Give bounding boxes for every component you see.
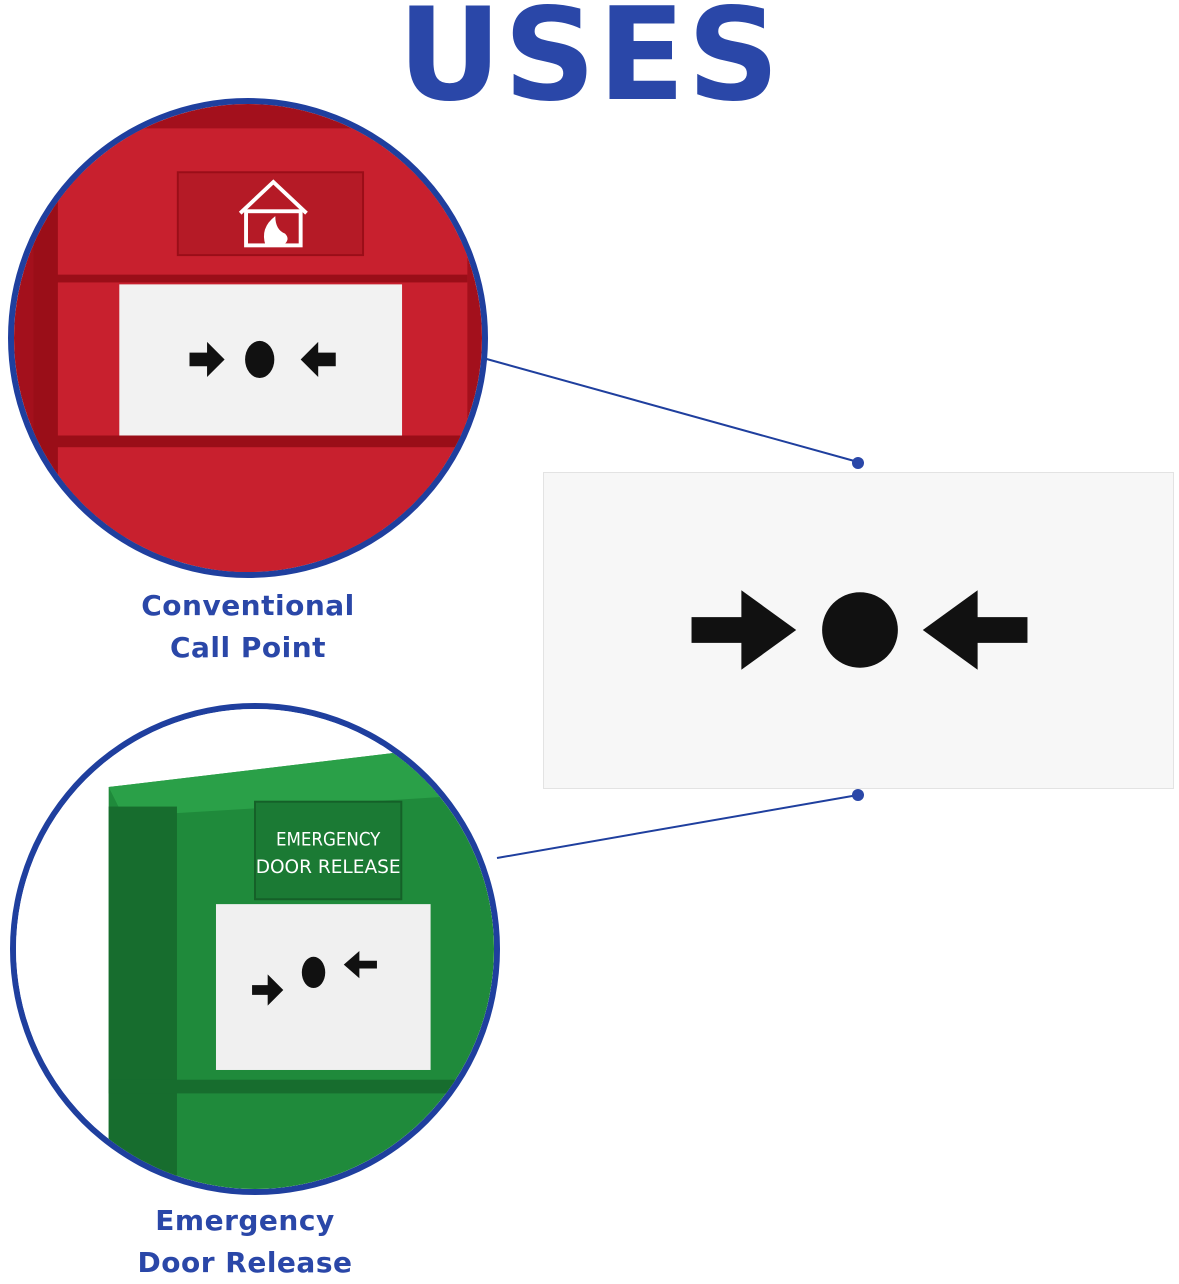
door-label-line2: DOOR RELEASE: [256, 857, 401, 878]
connector-line-bottom: [496, 794, 859, 859]
door-release-image: EMERGENCY DOOR RELEASE: [10, 703, 500, 1195]
caption-line: Conventional: [141, 589, 355, 622]
arrow-dot-arrow-icon: [189, 340, 336, 378]
connector-dot-top: [852, 457, 864, 469]
house-fire-icon: [238, 179, 308, 248]
arrow-dot-arrow-icon: [691, 590, 1028, 670]
arrow-dot-arrow-icon: [252, 950, 377, 1006]
caption-line: Emergency: [155, 1204, 335, 1237]
call-point-caption: Conventional Call Point: [108, 585, 388, 669]
caption-line: Door Release: [137, 1246, 353, 1279]
replacement-glass-panel: [543, 472, 1174, 789]
caption-line: Call Point: [169, 631, 327, 664]
page-title: USES: [397, 0, 782, 130]
door-label-line1: EMERGENCY: [276, 830, 381, 851]
connector-dot-bottom: [852, 789, 864, 801]
door-release-caption: Emergency Door Release: [110, 1200, 380, 1284]
call-point-image: [8, 98, 488, 578]
connector-line-top: [482, 357, 859, 463]
